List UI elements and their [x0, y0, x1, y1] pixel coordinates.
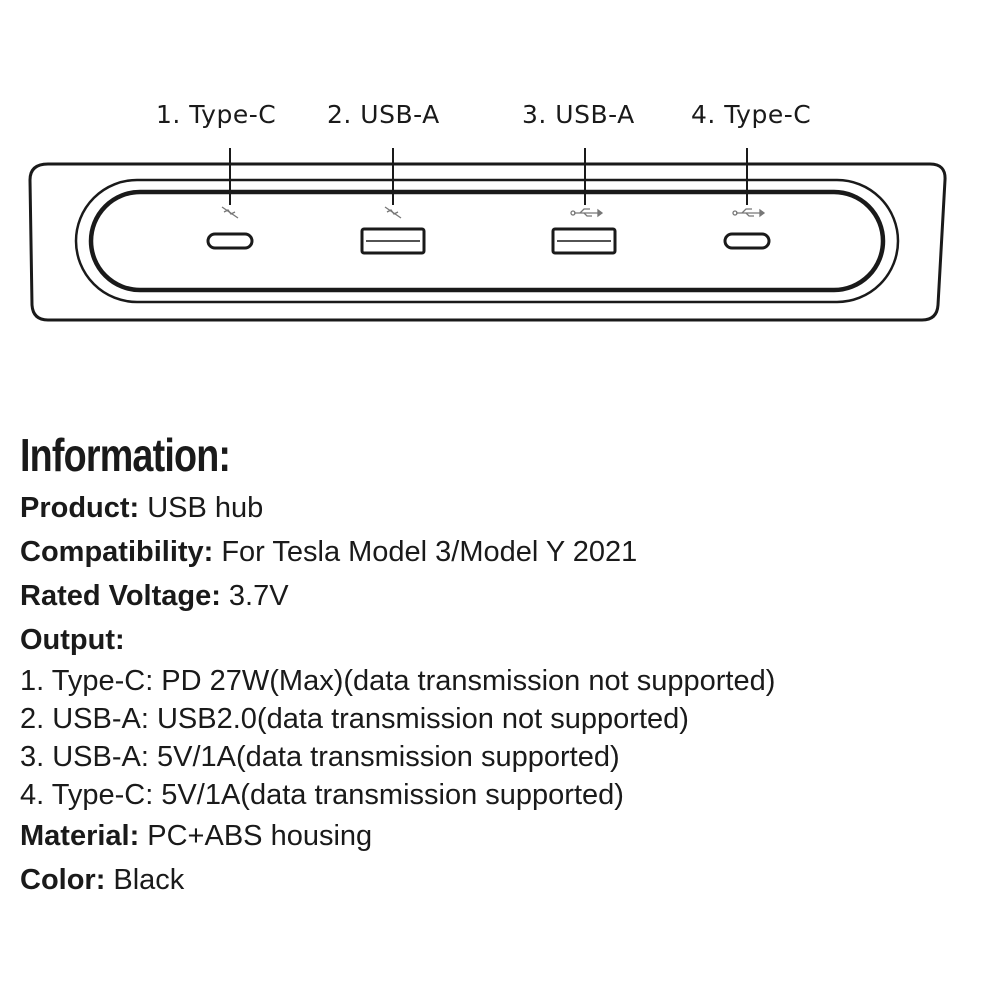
port-label-1: 1. Type-C: [156, 100, 277, 129]
type-c-port-1: [206, 232, 254, 250]
usb-hub-drawing: [28, 148, 947, 322]
usb-icon: [732, 208, 766, 218]
hub-outer-housing: [28, 162, 947, 322]
output-row: Output:: [20, 618, 980, 662]
hub-inner-bezel: [74, 178, 900, 304]
port-label-3: 3. USB-A: [522, 100, 635, 129]
type-c-port-4: [723, 232, 771, 250]
compatibility-key: Compatibility:: [20, 536, 214, 568]
color-value: Black: [113, 864, 185, 896]
port-label-2: 2. USB-A: [327, 100, 440, 129]
no-data-icon: [221, 206, 239, 219]
material-value: PC+ABS housing: [147, 820, 373, 852]
product-key: Product:: [20, 492, 140, 524]
voltage-key: Rated Voltage:: [20, 580, 221, 612]
material-key: Material:: [20, 820, 140, 852]
output-item: 3. USB-A: 5V/1A(data transmission suppor…: [20, 741, 620, 773]
voltage-value: 3.7V: [228, 580, 289, 612]
output-item: 2. USB-A: USB2.0(data transmission not s…: [20, 703, 689, 735]
compatibility-row: Compatibility:For Tesla Model 3/Model Y …: [20, 530, 980, 574]
no-data-icon: [384, 206, 402, 219]
hub-port-panel: [88, 189, 886, 293]
product-row: Product:USB hub: [20, 486, 980, 530]
port-label-4: 4. Type-C: [691, 100, 812, 129]
information-section: Information: Product:USB hub Compatibili…: [20, 428, 980, 902]
voltage-row: Rated Voltage:3.7V: [20, 574, 980, 618]
output-key: Output:: [20, 624, 125, 656]
color-key: Color:: [20, 864, 106, 896]
material-row: Material:PC+ABS housing: [20, 814, 980, 858]
color-row: Color:Black: [20, 858, 980, 902]
output-item: 1. Type-C: PD 27W(Max)(data transmission…: [20, 665, 776, 697]
usb-hub-diagram: 1. Type-C 2. USB-A 3. USB-A 4. Type-C: [0, 0, 1001, 340]
usb-icon: [570, 208, 604, 218]
information-heading: Information:: [20, 429, 231, 481]
output-item: 4. Type-C: 5V/1A(data transmission suppo…: [20, 779, 624, 811]
compatibility-value: For Tesla Model 3/Model Y 2021: [221, 536, 638, 568]
product-value: USB hub: [147, 492, 264, 524]
